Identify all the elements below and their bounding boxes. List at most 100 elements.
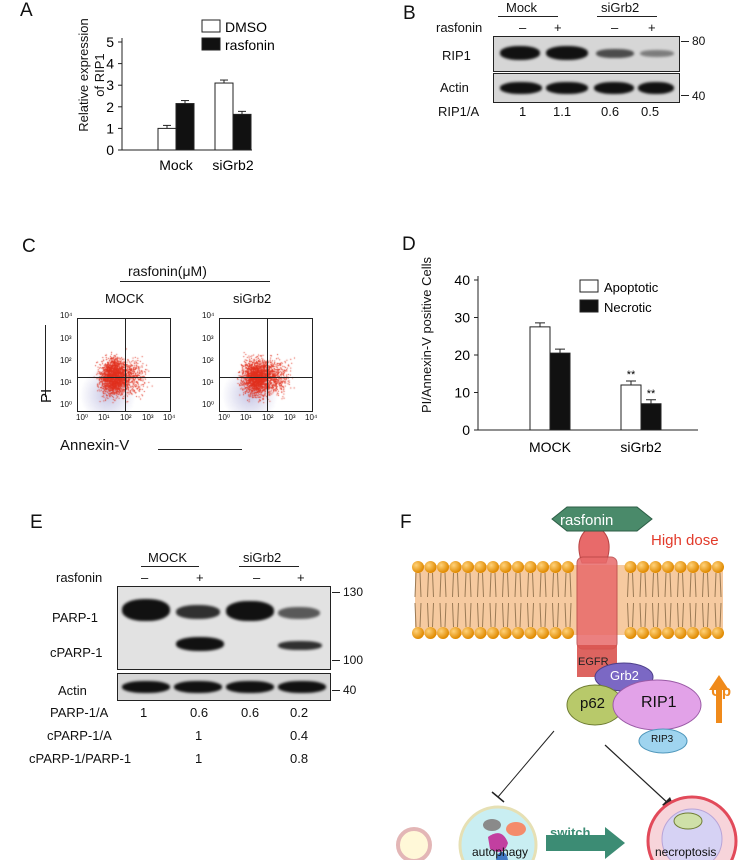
f-lipid-tail [477,572,484,628]
f-lipid-head [412,627,424,639]
b-group-mock: Mock [506,0,538,15]
f-small-vesicle [396,827,432,860]
f-lipid-head [562,627,574,639]
f-lipid-head [474,627,487,639]
f-lipid-head [487,561,499,573]
chart-a-ylabel-line2: of RIP1 [92,53,107,97]
e-quant-label-1: PARP-1/A [50,705,109,720]
f-lipid-tail [714,572,722,628]
f-lipid-head [649,627,662,639]
e-marker-100: 100 [343,653,364,667]
f-lipid-tail [552,572,559,628]
chart-a-ytick-label: 4 [106,56,114,72]
b-blot-rip1 [493,36,680,72]
f-lipid-head [637,627,649,639]
f-up-label: Up [711,683,731,700]
f-lipid-head [487,627,499,639]
chart-a-ytick-label: 5 [106,34,114,50]
f-lipid-head [474,561,487,573]
c-plot-mock [77,318,171,412]
e-group-mock: MOCK [148,550,187,565]
f-lipid-head [687,627,699,639]
chart-a-ytick-label: 0 [106,142,114,158]
e-quant-label-2: cPARP-1/A [47,728,112,743]
f-lipid-tail [677,572,684,628]
e-quant-2-4: 0.4 [290,728,309,743]
f-lipid-head [699,627,712,639]
b-group-sigrb2: siGrb2 [601,0,640,15]
c-si-ytick-4: 10⁴ [202,311,215,320]
e-group-mock-line [141,566,199,567]
b-blot-actin [493,73,680,103]
c-ylabel-line [45,325,46,397]
f-lipid-tail [702,572,709,628]
chart-a-legend-label: DMSO [225,19,267,35]
f-lipid-tail [427,572,434,628]
f-lipid-tail [639,572,647,628]
f-lipid-heads-bottom [412,627,724,639]
f-switch-label: switch [550,825,591,840]
c-si-ytick-0: 10⁰ [202,400,215,409]
chart-d-bar [640,403,662,431]
chart-a-bar [214,82,234,151]
chart-a-legend-swatch [201,37,221,51]
b-marker-40: 40 [692,89,706,103]
f-lipid-tail [452,572,459,628]
f-lipid-head [549,627,562,639]
f-dose-label: High dose [651,532,719,549]
f-lipid-head [512,627,524,639]
c-mock-xtick-1: 10¹ [98,413,110,422]
c-ylabel: PI [38,388,55,403]
f-organelle-mito-orange [506,822,526,836]
f-lipid-heads-top [412,561,724,573]
f-lipid-tail [664,572,672,628]
panel-label-e: E [30,512,43,533]
e-quant-1-2: 0.6 [190,705,209,720]
c-mock-ytick-0: 10⁰ [60,400,73,409]
e-sign-1: – [141,570,149,585]
panel-label-d: D [402,234,416,255]
c-group-mock: MOCK [105,291,144,306]
f-lipid-head [437,627,449,639]
c-si-xtick-0: 10⁰ [218,413,231,422]
f-inhibit-line [497,730,555,798]
f-inhibit-bar [491,791,505,803]
f-lipid-tail [627,572,634,628]
f-lipid-head [562,561,574,573]
f-lipid-tail [527,572,534,628]
f-lipid-head [637,561,649,573]
c-xlabel: Annexin-V [60,437,130,454]
f-grb2-label: Grb2 [610,668,639,683]
c-mock-ytick-3: 10³ [60,334,72,343]
f-lipid-head [424,627,437,639]
f-organelle-purple [488,833,508,852]
c-title-line [120,281,270,282]
f-diagram [396,506,738,860]
f-egfr-label: EGFR [578,656,609,668]
e-group-sigrb2: siGrb2 [243,550,282,565]
f-activate-line [604,744,671,806]
e-quant-label-3: cPARP-1/PARP-1 [29,751,132,766]
f-lipid-tail [414,572,422,628]
f-lipid-tail [689,572,697,628]
f-lipid-head [524,561,537,573]
c-xlabel-line [158,449,242,450]
f-up-arrow-icon [709,675,729,723]
f-necroptosis-label: necroptosis [655,845,717,859]
c-si-xtick-3: 10³ [284,413,296,422]
f-lipid-head [462,627,474,639]
b-group-sigrb2-line [597,16,657,17]
f-lipid-tail [464,572,472,628]
f-lipid-head [424,561,437,573]
c-si-ytick-2: 10² [202,356,214,365]
chart-d-legend-swatch [579,299,599,313]
f-organelle-mito-small [483,819,501,831]
b-ratio-1: 1 [519,104,527,119]
e-quant-2-2: 1 [195,728,203,743]
f-rip1-label: RIP1 [641,694,677,711]
chart-a-bar [157,127,177,151]
b-sign-3: – [611,20,619,35]
panel-label-f: F [400,512,412,533]
e-quant-1-1: 1 [140,705,148,720]
chart-d-bar [620,384,642,431]
